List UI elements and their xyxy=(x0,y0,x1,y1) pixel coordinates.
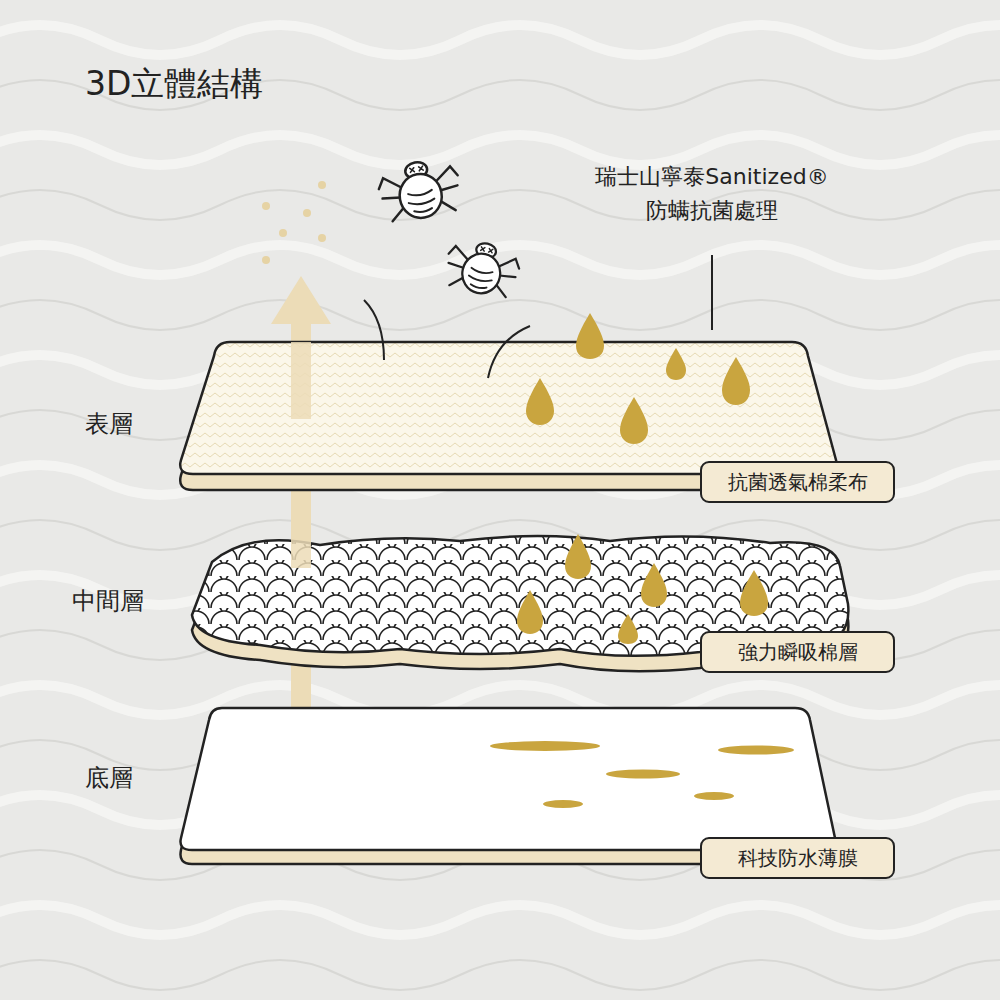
callout-note: 瑞士山寧泰Sanitized® 防螨抗菌處理 xyxy=(577,160,847,228)
layer-name: 表層 xyxy=(85,408,133,440)
tag-text: 科技防水薄膜 xyxy=(738,845,858,872)
material-tag: 強力瞬吸棉層 xyxy=(700,631,895,673)
tag-text: 抗菌透氣棉柔布 xyxy=(728,469,868,496)
layer-name: 底層 xyxy=(85,762,133,794)
tag-text: 強力瞬吸棉層 xyxy=(738,639,858,666)
material-tag: 科技防水薄膜 xyxy=(700,837,895,879)
diagram-title: 3D立體結構 xyxy=(85,62,263,107)
layer-name: 中間層 xyxy=(72,585,144,617)
material-tag: 抗菌透氣棉柔布 xyxy=(700,461,895,503)
